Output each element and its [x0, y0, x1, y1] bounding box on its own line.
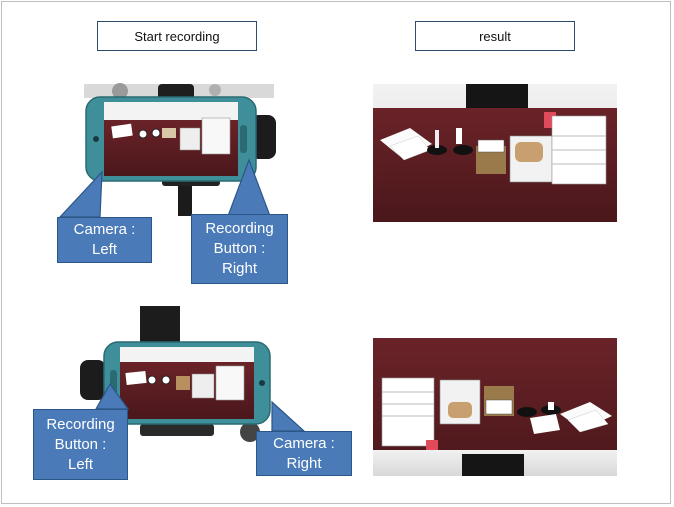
callout-camera-left-text: Camera : Left	[73, 221, 136, 258]
callout-recording-button-right: Recording Button : Right	[191, 214, 288, 284]
bottom-result-photo	[373, 338, 617, 476]
bottom-phone-photo	[80, 306, 271, 442]
gimbal-base	[140, 424, 214, 436]
callout-pointer-camera-right	[271, 400, 306, 432]
phone-camera-icon	[93, 136, 99, 142]
top-result-photo	[373, 84, 617, 222]
callout-camera-right-text: Camera : Right	[273, 434, 335, 472]
result-header: result	[415, 21, 575, 51]
start-recording-header: Start recording	[97, 21, 257, 51]
result-label: result	[479, 28, 511, 44]
gimbal-side-motor	[80, 360, 106, 400]
phone-camera-icon	[259, 380, 265, 386]
callout-pointer-camera-left	[58, 170, 103, 218]
callout-recording-button-left-text: Recording Button : Left	[46, 415, 115, 473]
start-recording-label: Start recording	[134, 28, 220, 44]
callout-recording-button-left: Recording Button : Left	[33, 409, 128, 480]
top-phone-photo	[84, 83, 276, 216]
gimbal-top-arm	[140, 306, 180, 346]
callout-recording-button-right-text: Recording Button : Right	[205, 220, 274, 277]
callout-camera-right: Camera : Right	[256, 431, 352, 476]
home-button-icon	[240, 125, 247, 153]
callout-camera-left: Camera : Left	[57, 217, 152, 263]
